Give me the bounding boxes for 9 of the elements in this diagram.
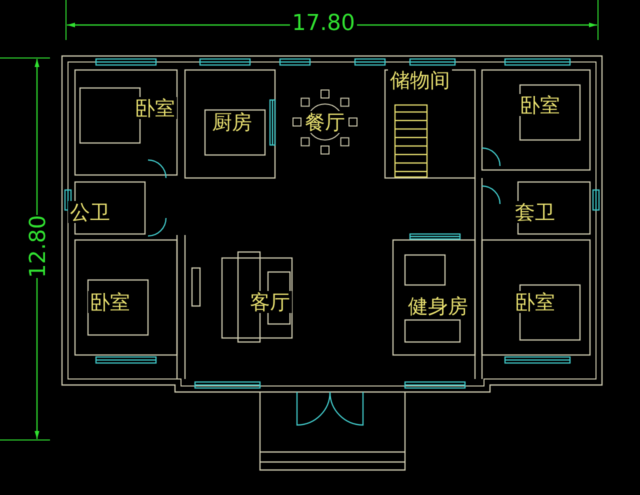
room-label: 客厅	[248, 291, 292, 313]
room-label: 厨房	[210, 111, 254, 133]
room-label: 卧室	[518, 94, 562, 116]
room-label: 储物间	[388, 69, 452, 91]
room-label: 餐厅	[303, 111, 347, 133]
room-label: 套卫	[513, 201, 557, 223]
room-label: 卧室	[88, 291, 132, 313]
room-label: 公卫	[68, 201, 112, 223]
room-label: 健身房	[406, 295, 470, 317]
